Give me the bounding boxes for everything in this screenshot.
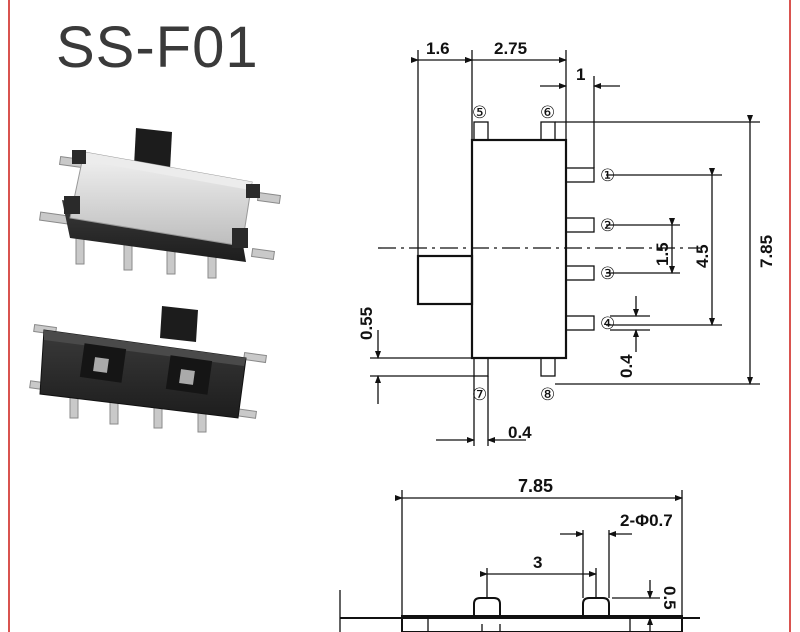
pin-4-label: ④	[600, 314, 615, 334]
side-dim-width: 7.85	[518, 476, 553, 496]
dim-2-75: 2.75	[494, 39, 527, 58]
right-border	[789, 0, 791, 632]
dim-0-55: 0.55	[357, 307, 376, 340]
product-title: SS-F01	[56, 15, 259, 80]
dim-0-4-bottom: 0.4	[508, 423, 532, 442]
dim-1-5: 1.5	[653, 242, 672, 266]
side-dim-hole: 2-Φ0.7	[620, 511, 673, 530]
switch-photo-top	[39, 128, 282, 279]
dim-1-6: 1.6	[426, 39, 450, 58]
dim-7-85-vertical: 7.85	[757, 235, 776, 268]
top-view-drawing	[370, 50, 760, 446]
pin-8-label: ⑧	[540, 385, 555, 405]
dim-4-5: 4.5	[693, 244, 712, 268]
dim-0-4-right: 0.4	[617, 354, 636, 378]
switch-photo-bottom	[29, 306, 268, 433]
pin-6-label: ⑥	[540, 103, 555, 123]
pin-7-label: ⑦	[472, 385, 487, 405]
side-dim-spacing: 3	[533, 553, 542, 572]
pin-5-label: ⑤	[472, 103, 487, 123]
side-dim-0-5: 0.5	[660, 586, 679, 610]
pin-1-label: ①	[600, 166, 615, 186]
dim-1: 1	[576, 65, 585, 84]
left-border	[8, 0, 10, 632]
pin-3-label: ③	[600, 264, 615, 284]
pin-2-label: ②	[600, 216, 615, 236]
side-view-drawing	[339, 490, 700, 632]
